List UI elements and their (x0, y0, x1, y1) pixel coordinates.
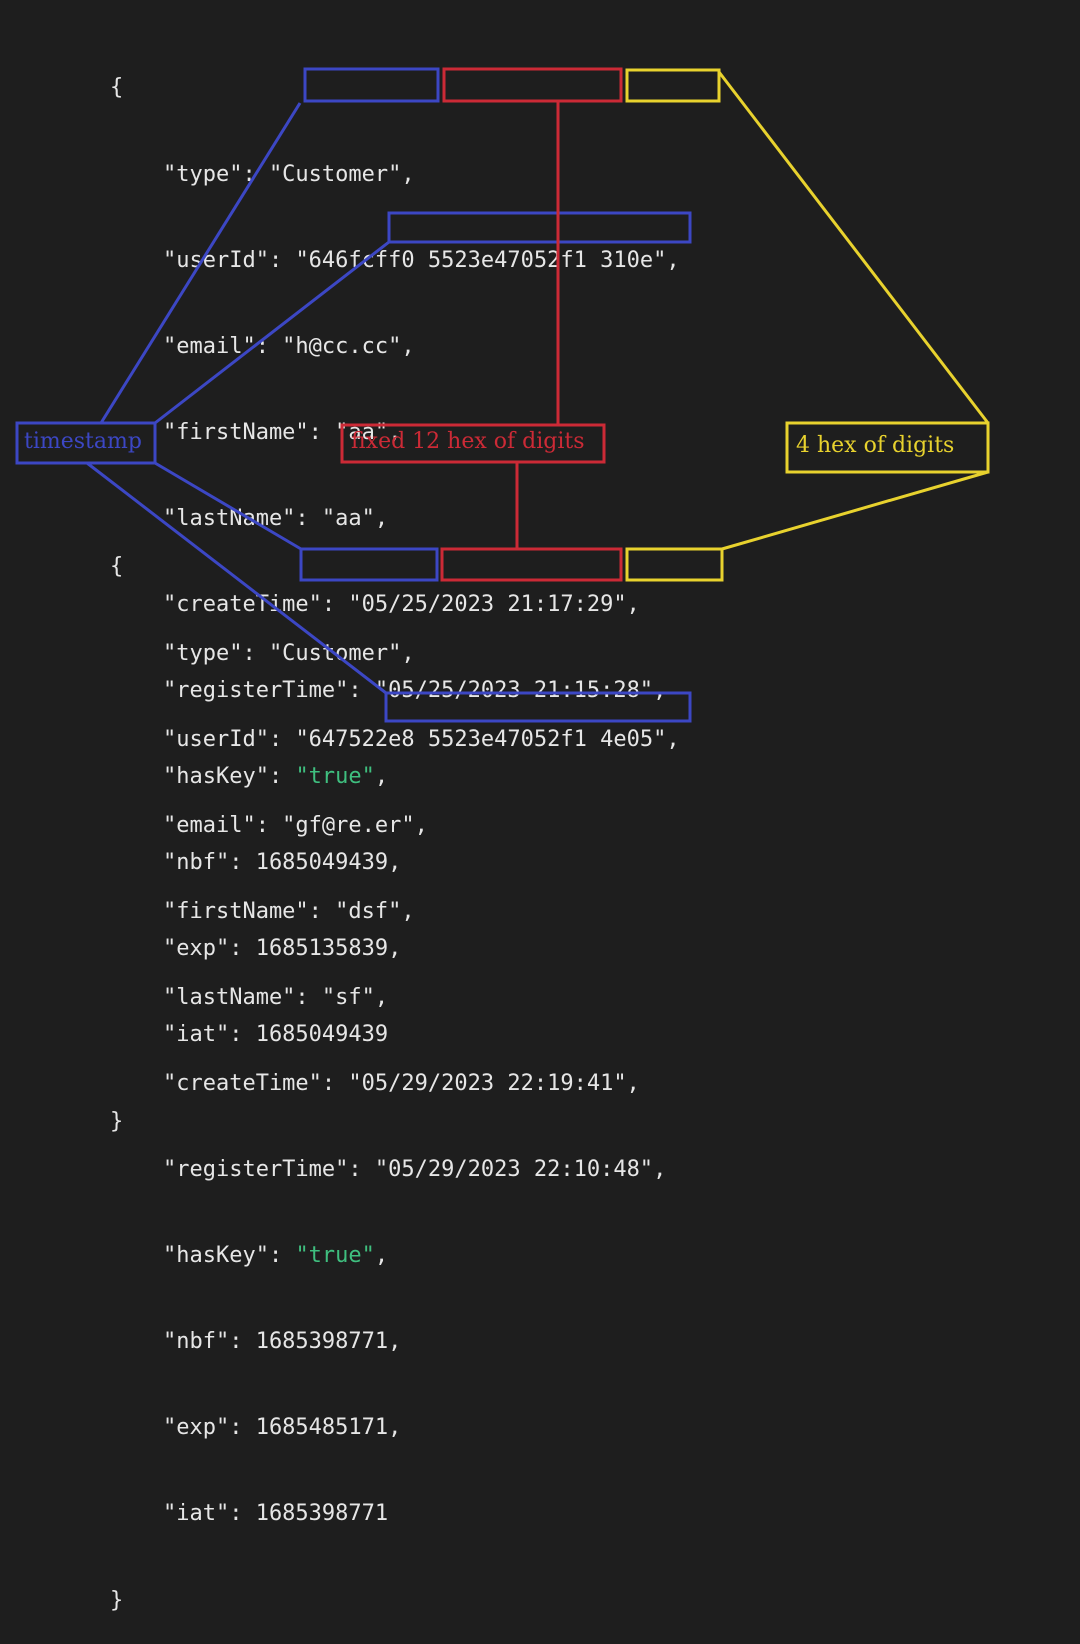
close-brace: } (110, 1587, 124, 1613)
haskey-key: "hasKey": (110, 764, 296, 790)
userid-fixed-part: 5523e47052f1 (427, 726, 587, 752)
timestamp-label: timestamp (24, 429, 142, 454)
four-label-box (785, 421, 990, 474)
type-line: "type": "Customer", (110, 640, 415, 666)
userid-key: "userId": (110, 247, 296, 273)
four-box-2 (625, 547, 724, 582)
four-connector-bottom (721, 470, 989, 551)
timestamp-connector-2 (154, 240, 390, 425)
timestamp-annotation (15, 67, 692, 723)
firstname-line: "firstName": "dsf", (110, 898, 415, 924)
open-brace: { (110, 554, 124, 580)
exp-line: "exp": 1685485171, (110, 1415, 402, 1441)
open-brace: { (110, 75, 124, 101)
email-line: "email": "h@cc.cc", (110, 333, 415, 359)
createtime-line: "createTime": "05/25/2023 21:17:29", (110, 591, 640, 617)
timestamp-box-registertime-1 (387, 211, 692, 244)
timestamp-connector-4 (86, 461, 387, 695)
userid-line: "userId": "647522e8 5523e47052f1 4e05", (110, 726, 680, 755)
email-line: "email": "gf@re.er", (110, 812, 428, 838)
userid-comma: , (666, 247, 680, 273)
registertime-key: "registerTime": (110, 1157, 375, 1183)
userid-comma: , (666, 726, 680, 752)
registertime-value: "05/25/2023 21:15:28" (374, 678, 654, 704)
four-box-1 (625, 68, 721, 103)
timestamp-label-box (15, 421, 157, 465)
nbf-line: "nbf": 1685398771, (110, 1329, 402, 1355)
haskey-comma: , (374, 764, 389, 790)
timestamp-box-userid-1 (303, 67, 440, 103)
userid-timestamp-part: "647522e8 (295, 726, 415, 752)
timestamp-connector-3 (154, 461, 302, 551)
userid-tail-part: 4e05" (600, 726, 667, 752)
registertime-key: "registerTime": (110, 678, 375, 704)
four-connector-top (717, 71, 990, 424)
haskey-comma: , (374, 1243, 389, 1269)
fixed-label-box (340, 423, 606, 464)
fixed-annotation (340, 67, 623, 582)
registertime-comma: , (653, 678, 667, 704)
createtime-line: "createTime": "05/29/2023 22:19:41", (110, 1070, 640, 1096)
userid-fixed-part: 5523e47052f1 (427, 247, 587, 273)
registertime-value: "05/29/2023 22:10:48" (374, 1157, 654, 1183)
fixed-hex-label: fixed 12 hex of digits (351, 429, 585, 454)
registertime-line: "registerTime": "05/29/2023 22:10:48", (110, 1156, 680, 1185)
timestamp-box-userid-2 (299, 547, 439, 582)
four-hex-label: 4 hex of digits (796, 433, 955, 458)
haskey-key: "hasKey": (110, 1243, 296, 1269)
nbf-line: "nbf": 1685049439, (110, 850, 402, 876)
four-digit-annotation (625, 68, 990, 582)
fixed-box-2 (440, 547, 623, 582)
registertime-line: "registerTime": "05/25/2023 21:15:28", (110, 677, 680, 706)
lastname-line: "lastName": "sf", (110, 984, 389, 1010)
timestamp-connector-1 (99, 102, 302, 424)
haskey-line: "hasKey": "true", (110, 763, 680, 792)
annotation-overlay (15, 67, 990, 723)
timestamp-box-registertime-2 (384, 691, 692, 723)
haskey-value: "true" (295, 764, 375, 790)
userid-tail-part: 310e" (600, 247, 667, 273)
fixed-box-1 (442, 67, 623, 103)
userid-key: "userId": (110, 726, 296, 752)
type-line: "type": "Customer", (110, 161, 415, 187)
haskey-value: "true" (295, 1243, 375, 1269)
haskey-line: "hasKey": "true", (110, 1242, 680, 1271)
iat-line: "iat": 1685398771 (110, 1501, 389, 1527)
registertime-comma: , (653, 1157, 667, 1183)
